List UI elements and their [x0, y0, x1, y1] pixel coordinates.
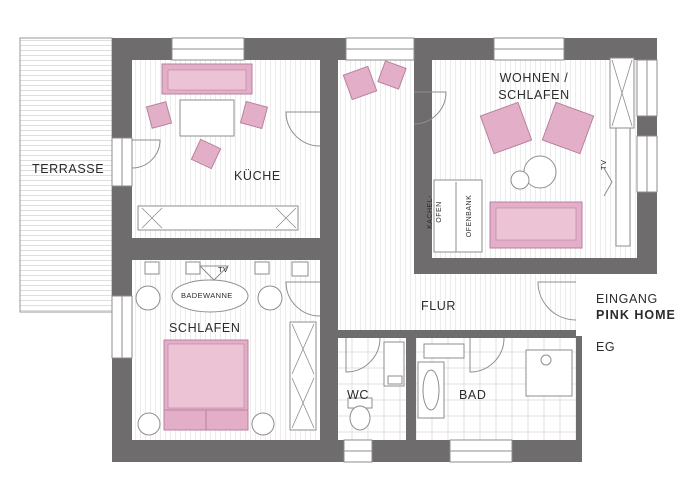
room-label-bad: BAD	[459, 388, 487, 402]
door-swings	[131, 91, 577, 373]
label-kachelofen: KACHEL- OFEN	[427, 184, 443, 240]
wc-fixtures	[347, 341, 405, 431]
label-badewanne: BADEWANNE	[181, 291, 233, 300]
room-label-wohnen-line1: WOHNEN /	[499, 71, 569, 85]
room-label-wc: WC	[347, 388, 370, 402]
bathroom-fixtures	[417, 343, 573, 419]
room-label-kueche: KÜCHE	[234, 169, 281, 183]
room-label-flur: FLUR	[421, 299, 457, 313]
interior-walls	[112, 38, 657, 462]
label-ofenbank: OFENBANK	[466, 194, 473, 238]
label-kachelofen-line1: KACHEL-	[427, 195, 434, 229]
label-kachelofen-line2: OFEN	[436, 201, 443, 223]
room-label-terrasse: TERRASSE	[32, 162, 105, 176]
bedroom-furniture	[135, 261, 317, 436]
living-room-furniture	[433, 57, 635, 253]
unit-name-label: PINK HOME	[596, 308, 676, 322]
room-label-wohnen-schlafen: WOHNEN / SCHLAFEN	[492, 70, 576, 104]
label-tv-bedroom: TV	[218, 265, 229, 274]
entrance-opening	[576, 274, 657, 336]
terrasse-deck	[19, 37, 113, 313]
hall-furniture	[342, 60, 407, 101]
kitchen-furniture	[137, 63, 299, 231]
floor-label: EG	[596, 340, 616, 354]
label-tv-living: TV	[599, 159, 608, 170]
windows	[111, 37, 658, 463]
room-label-schlafen: SCHLAFEN	[169, 321, 241, 335]
entrance-label: EINGANG	[596, 292, 658, 306]
room-label-wohnen-line2: SCHLAFEN	[498, 88, 570, 102]
